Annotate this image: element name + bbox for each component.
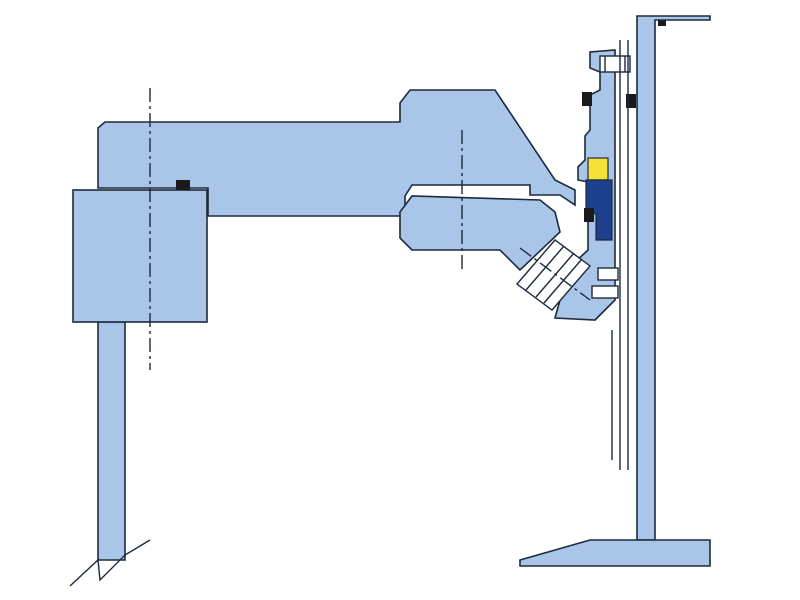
base-plate — [519, 539, 711, 567]
break-line — [69, 539, 151, 587]
o-ring-seal — [582, 92, 592, 106]
shaft-wall — [611, 40, 629, 470]
o-ring-seal — [658, 18, 666, 26]
support-column — [97, 321, 126, 561]
arm-lug — [399, 195, 561, 272]
centerline — [519, 247, 591, 301]
shim — [591, 285, 619, 299]
yellow-insert — [587, 157, 609, 181]
o-ring-seal — [626, 94, 636, 108]
tapered-roller-bearing — [515, 239, 592, 311]
o-ring-seal — [584, 208, 594, 222]
bearing-housing — [553, 49, 616, 321]
shim — [597, 267, 619, 281]
arm — [97, 89, 576, 217]
housing-pad — [599, 55, 631, 73]
vertical-shaft — [636, 15, 711, 541]
pedestal-block — [72, 189, 208, 323]
pedestal-seal — [176, 180, 190, 190]
